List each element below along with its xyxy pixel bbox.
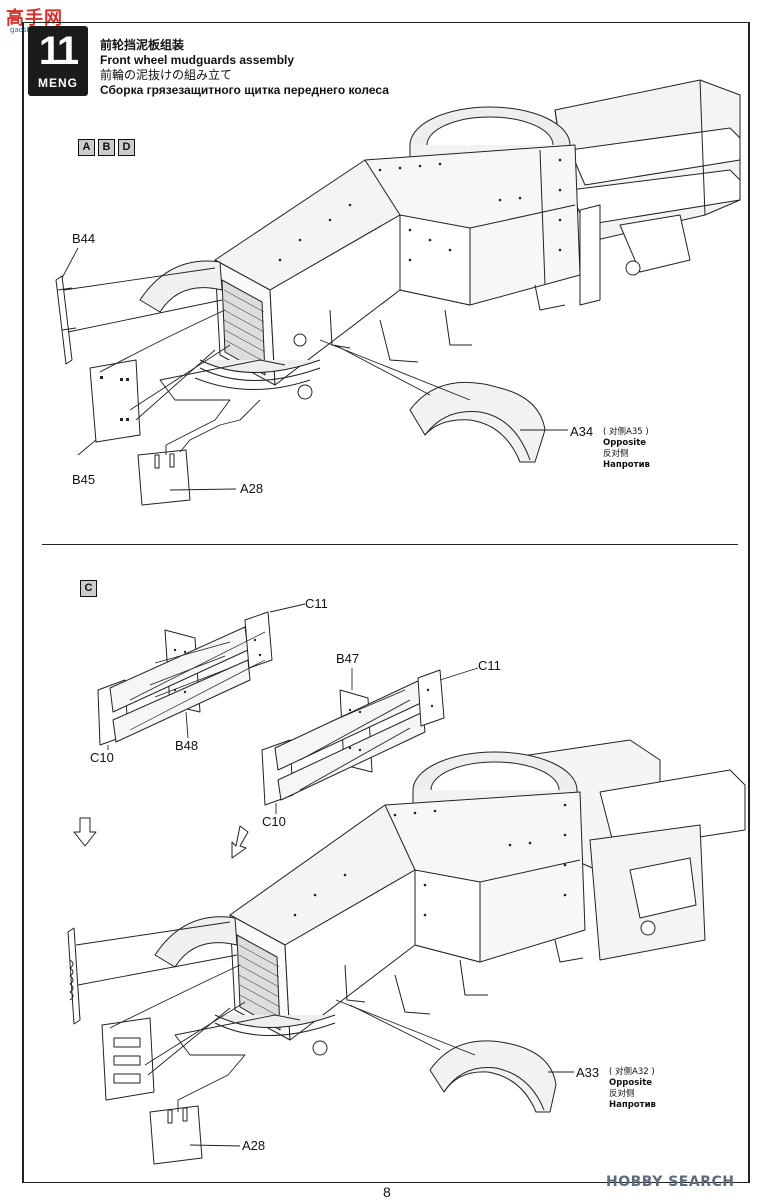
hobby-search-logo: HOBBY SEARCH: [606, 1174, 734, 1190]
frame-left: [22, 22, 24, 1182]
sub-assembly-right: [262, 670, 444, 805]
part-b44-bottom: [68, 928, 80, 1024]
label-b47: B47: [336, 651, 360, 666]
sprue-box-d: D: [118, 139, 135, 156]
title-en: Front wheel mudguards assembly: [100, 53, 295, 67]
title-jp: 前輪の泥抜けの組み立て: [100, 68, 233, 82]
section-divider: [42, 544, 738, 546]
step-title: 前轮挡泥板组装 Front wheel mudguards assembly 前…: [100, 38, 389, 98]
label-c10-right: C10: [262, 814, 286, 829]
sprue-box-c: C: [80, 580, 97, 597]
part-b45-bottom: [102, 1018, 154, 1100]
label-a33: A33: [576, 1065, 600, 1080]
title-zh: 前轮挡泥板组装: [100, 38, 185, 52]
part-b45: [90, 360, 140, 442]
step-badge: 11 MENG: [28, 26, 88, 96]
sprue-boxes-top: A B D: [78, 139, 135, 156]
frame-bottom: [22, 1182, 750, 1184]
brand-logo: MENG: [38, 76, 78, 90]
frame-top: [22, 22, 750, 24]
opposite-ref-bottom: ( 对侧A32 ): [609, 1067, 655, 1077]
opposite-en-bottom: Opposite: [609, 1078, 653, 1088]
hobby-search-text: HOBBY SEARCH: [606, 1174, 735, 1190]
label-c10-left: C10: [90, 750, 114, 765]
frame-right: [748, 22, 750, 1182]
sub-assembly-left: [98, 612, 272, 745]
label-c11-left: C11: [305, 596, 328, 611]
sprue-boxes-bottom: C: [80, 580, 97, 597]
sprue-box-b: B: [98, 139, 115, 156]
page-number: 8: [383, 1184, 391, 1200]
label-a34: A34: [570, 424, 594, 439]
label-a28-top: A28: [240, 481, 264, 496]
watermark-text: 高手网: [6, 8, 63, 29]
label-b44: B44: [72, 231, 96, 246]
opposite-ru-top: Напротив: [603, 460, 650, 470]
part-b44: [56, 276, 76, 364]
label-b48: B48: [175, 738, 199, 753]
label-b45: B45: [72, 472, 96, 487]
opposite-zh-top: 反对侧: [603, 449, 629, 459]
vehicle-hull-bottom: [155, 740, 745, 1055]
vehicle-hull-top: [140, 80, 740, 399]
sprue-box-a: A: [78, 139, 95, 156]
opposite-en-top: Opposite: [603, 438, 647, 448]
label-a28-bottom: A28: [242, 1138, 266, 1153]
part-a34: [410, 382, 545, 462]
opposite-note-top: ( 对侧A35 ) Opposite 反对侧 Напротив: [603, 427, 650, 471]
insert-arrows: [150, 642, 410, 790]
opposite-note-bottom: ( 对侧A32 ) Opposite 反对侧 Напротив: [609, 1067, 656, 1111]
title-ru: Сборка грязезащитного щитка переднего ко…: [100, 83, 389, 97]
direction-arrow-icon: [74, 818, 248, 858]
label-c11-right: C11: [478, 658, 501, 673]
part-a28-top: [138, 450, 190, 505]
part-a28-bottom: [150, 1106, 202, 1164]
opposite-ru-bottom: Напротив: [609, 1100, 656, 1110]
opposite-zh-bottom: 反对侧: [609, 1089, 635, 1099]
part-a33: [430, 1041, 556, 1112]
step-number: 11: [38, 29, 79, 73]
opposite-ref-top: ( 对侧A35 ): [603, 427, 649, 437]
